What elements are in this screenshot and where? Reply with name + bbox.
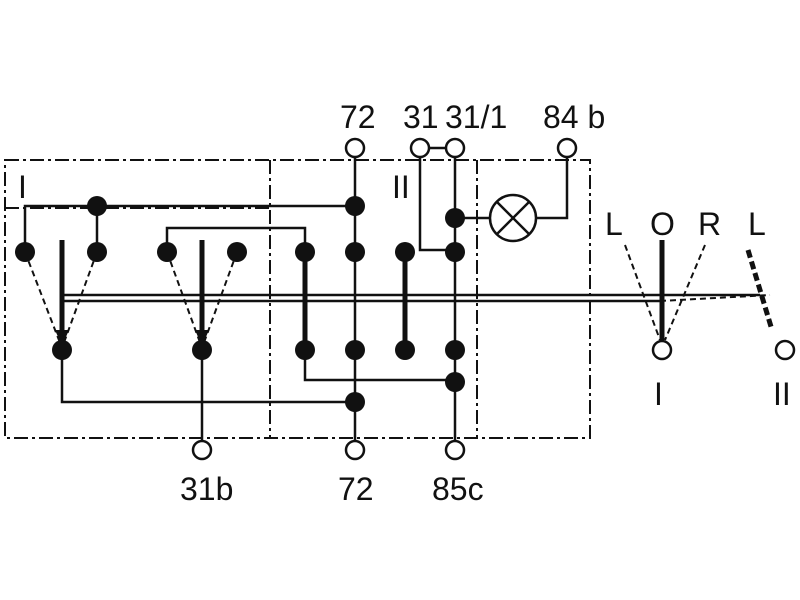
section-label-1: I <box>18 169 27 205</box>
junction-dot-icon <box>395 340 415 360</box>
junction-dot-icon <box>295 242 315 262</box>
junction-dot-icon <box>345 242 365 262</box>
section-2-contacts <box>295 150 470 450</box>
junction-dot-icon <box>15 242 35 262</box>
section-label-2: II <box>392 169 410 205</box>
junction-dot-icon <box>52 340 72 360</box>
bus-top <box>23 204 355 250</box>
bottom-terminals: 31b 72 85c <box>180 439 484 507</box>
switch-pos-O: O <box>650 206 675 242</box>
switch-lever: L O R L I II <box>605 206 796 412</box>
lamp-icon <box>470 150 569 243</box>
wire-lower-link <box>303 350 455 382</box>
contact-2-arrow <box>195 330 209 346</box>
section-1-contacts <box>15 196 355 450</box>
terminal-label-31-1: 31/1 <box>445 99 507 135</box>
wire-31-drop <box>418 150 455 252</box>
junction-dot-icon <box>445 372 465 392</box>
switch-output-2: II <box>773 376 791 412</box>
terminal-label-31: 31 <box>403 99 439 135</box>
switch-pos-L2: L <box>748 206 766 242</box>
top-terminals: 72 31 31/1 84 b <box>340 99 605 159</box>
terminal-icon <box>444 137 466 159</box>
terminal-icon <box>651 339 673 361</box>
junction-dot-icon <box>345 196 365 216</box>
terminal-icon <box>409 137 431 159</box>
junction-dot-icon <box>87 242 107 262</box>
terminal-icon <box>444 439 466 461</box>
lamp-cross-2 <box>496 201 530 235</box>
junction-dot-icon <box>157 242 177 262</box>
junction-dot-icon <box>395 242 415 262</box>
contact-1-dash-left <box>24 251 63 349</box>
lamp-wire-right <box>537 150 569 220</box>
junction-dot-icon <box>445 340 465 360</box>
switch-pos-L: L <box>605 206 623 242</box>
terminal-label-72-top: 72 <box>340 99 376 135</box>
bus-bottom <box>60 350 355 404</box>
enclosure-outline <box>4 159 591 439</box>
lever-blade-2 <box>745 249 775 331</box>
terminal-icon <box>344 137 366 159</box>
rod-dotted-extension <box>659 294 771 302</box>
terminal-label-85c: 85c <box>432 471 484 507</box>
terminal-icon <box>344 439 366 461</box>
junction-dot-icon <box>295 340 315 360</box>
junction-dot-icon <box>87 196 107 216</box>
junction-dot-icon <box>445 208 465 228</box>
junction-dot-icon <box>192 340 212 360</box>
enclosure <box>4 159 591 439</box>
terminal-label-31b: 31b <box>180 471 233 507</box>
switch-output-1: I <box>654 376 663 412</box>
terminal-label-72-bottom: 72 <box>338 471 374 507</box>
terminal-label-84b: 84 b <box>543 99 605 135</box>
lever-dash-L <box>624 244 661 341</box>
junction-dot-icon <box>345 340 365 360</box>
terminal-icon <box>556 137 578 159</box>
terminal-icon <box>774 339 796 361</box>
junction-dot-icon <box>227 242 247 262</box>
junction-dot-icon <box>345 392 365 412</box>
contact-1-arrow <box>55 330 69 346</box>
switch-pos-R: R <box>698 206 721 242</box>
junction-dot-icon <box>445 242 465 262</box>
lever-dash-R <box>664 244 706 341</box>
terminal-icon <box>191 439 213 461</box>
